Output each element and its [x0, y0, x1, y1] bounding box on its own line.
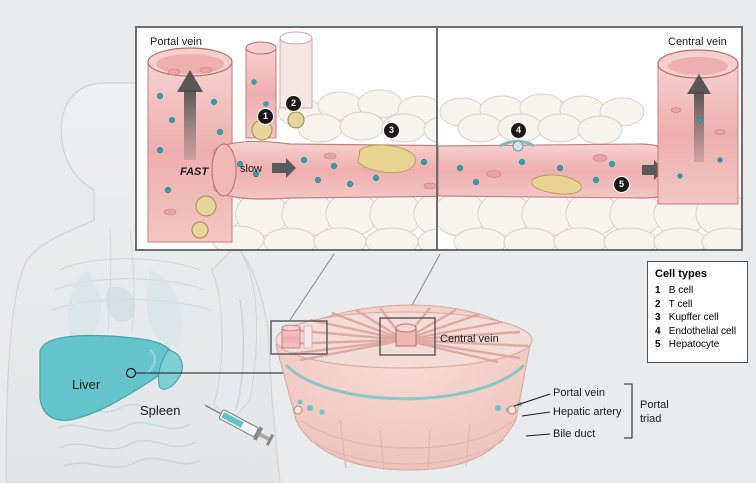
legend-item: 4 Endothelial cell: [655, 325, 740, 339]
legend-item: 3 Kupffer cell: [655, 311, 740, 325]
legend-item-number: 3: [655, 311, 666, 325]
liver-lobule: [276, 305, 532, 470]
portal-vein-panel: [136, 27, 482, 256]
cell-types-legend: Cell types 1 B cell 2 T cell 3 Kupffer c…: [647, 261, 748, 363]
central-vein-panel: [434, 27, 754, 256]
spleen-label: Spleen: [140, 403, 180, 418]
legend-item-label: Hepatocyte: [669, 339, 720, 350]
badge-t-cell: 2: [285, 95, 302, 112]
badge-b-cell: 1: [257, 108, 274, 125]
legend-item: 2 T cell: [655, 298, 740, 312]
portal-triad-label-1: Portal: [640, 399, 669, 411]
central-vein-title: Central vein: [668, 36, 727, 48]
hepatic-artery-label: Hepatic artery: [553, 406, 621, 418]
badge-hepatocyte: 5: [613, 176, 630, 193]
badge-kupffer-cell: 3: [383, 122, 400, 139]
legend-item: 1 B cell: [655, 284, 740, 298]
portal-vein-title: Portal vein: [150, 36, 202, 48]
portal-vein-label: Portal vein: [553, 387, 605, 399]
legend-title: Cell types: [655, 268, 740, 280]
bile-duct-label: Bile duct: [553, 428, 595, 440]
legend-item-label: T cell: [669, 299, 693, 310]
slow-label: slow: [240, 163, 262, 175]
fast-label: FAST: [180, 166, 208, 178]
liver-label: Liver: [72, 377, 100, 392]
legend-item-number: 5: [655, 338, 666, 352]
legend-item-label: Kupffer cell: [669, 312, 719, 323]
legend-item: 5 Hepatocyte: [655, 338, 740, 352]
legend-item-label: B cell: [669, 285, 693, 296]
legend-item-label: Endothelial cell: [669, 326, 736, 337]
legend-item-number: 2: [655, 298, 666, 312]
portal-triad-label-2: triad: [640, 413, 661, 425]
legend-item-number: 4: [655, 325, 666, 339]
lobule-central-vein-label: Central vein: [440, 333, 499, 345]
badge-endothelial-cell: 4: [510, 122, 527, 139]
legend-item-number: 1: [655, 284, 666, 298]
